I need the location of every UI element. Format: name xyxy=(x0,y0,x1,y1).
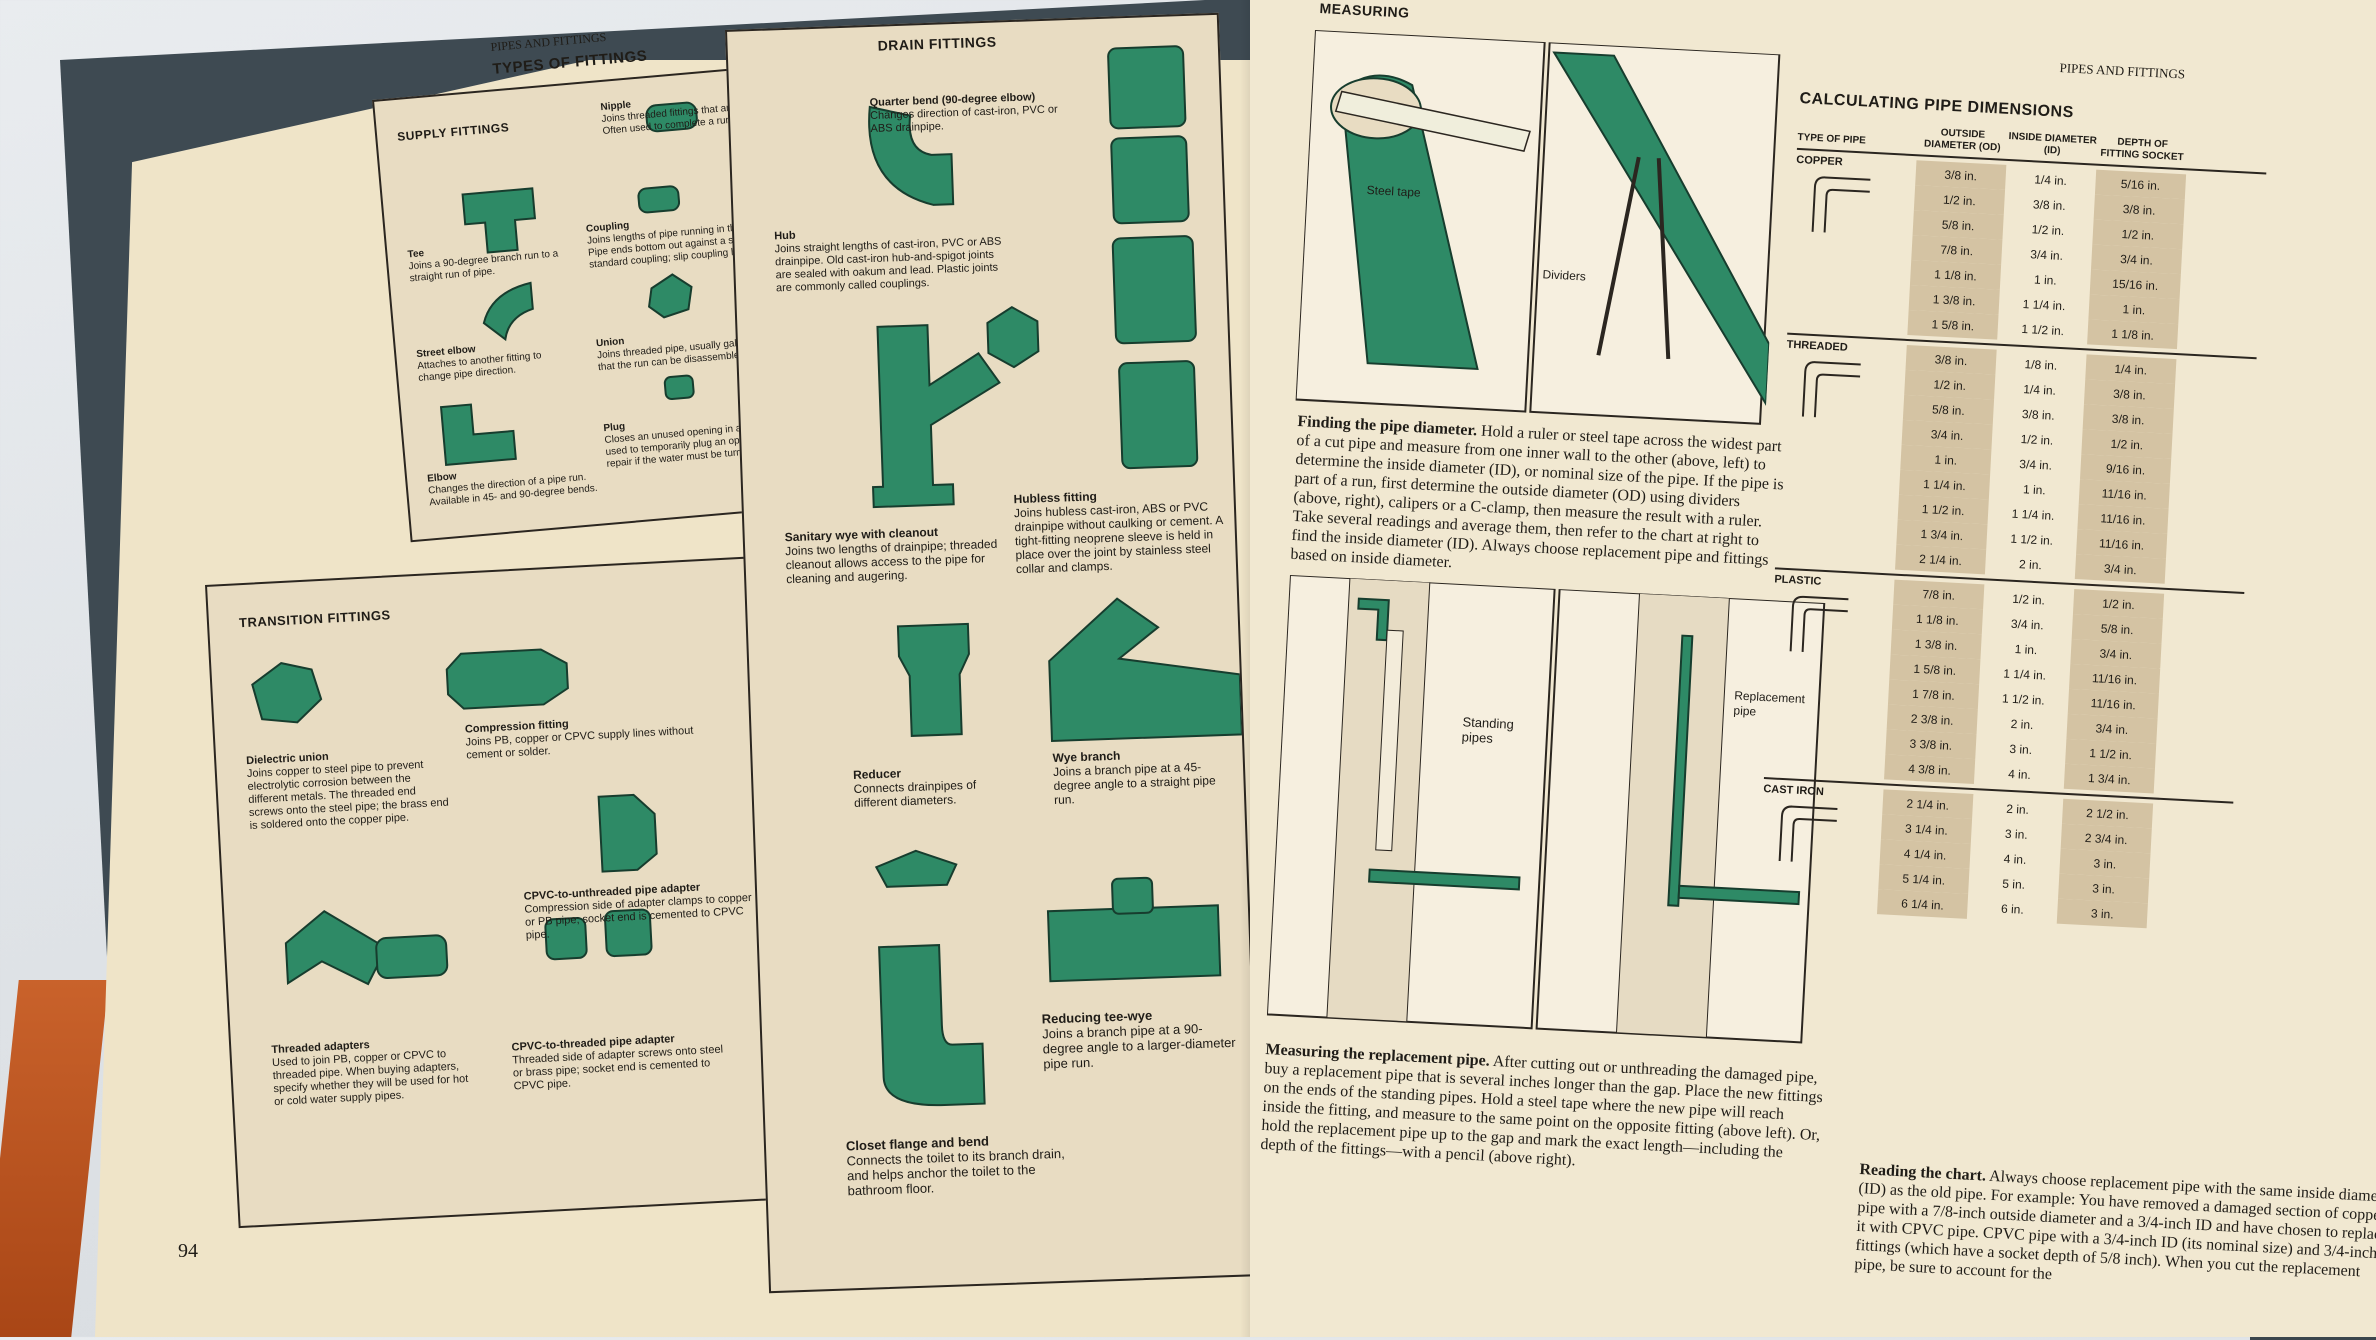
pipe-diameter-figures: Steel tape Dividers xyxy=(1294,28,1785,444)
table-cell: 6 1/4 in. xyxy=(1876,889,1969,919)
header-id: INSIDE DIAMETER (ID) xyxy=(2008,130,2098,157)
pipe-dimensions-chart: CALCULATING PIPE DIMENSIONS TYPE OF PIPE… xyxy=(1757,90,2269,933)
table-cell: 1 1/2 in. xyxy=(2021,321,2065,338)
table-cell: 6 in. xyxy=(2000,901,2025,917)
table-cell: 3 in. xyxy=(2056,898,2148,929)
table-cell: 2 in. xyxy=(2018,556,2043,572)
table-cell: 3/4 in. xyxy=(2074,554,2166,584)
transition-fittings-illustration xyxy=(251,648,658,986)
replacement-pipe-figures: Standing pipes Replacement pipe xyxy=(1265,573,1829,1053)
label-dividers: Dividers xyxy=(1542,267,1587,284)
header-od: OUTSIDE DIAMETER (OD) xyxy=(1923,127,2001,154)
page-number: 94 xyxy=(178,1240,198,1262)
pipe-fitting-icon xyxy=(1789,595,1849,652)
caption-finding-diameter: Finding the pipe diameter. Hold a ruler … xyxy=(1290,412,1785,572)
background-object xyxy=(0,980,109,1337)
pipe-diameter-illustration xyxy=(1294,28,1781,425)
header-socket: DEPTH OF FITTING SOCKET xyxy=(2100,136,2184,164)
table-cell: 1 3/4 in. xyxy=(2063,763,2155,794)
drain-fittings-panel: DRAIN FITTINGS Quarter bend (90-degree e… xyxy=(725,12,1263,1294)
chart-table: 2 1/4 in.2 in.2 1/2 in.3 1/4 in.3 in.2 3… xyxy=(1876,789,2154,929)
table-cell: 1 5/8 in. xyxy=(1907,309,1999,340)
table-cell: 2 1/4 in. xyxy=(1895,544,1987,575)
label-standing-pipes: Standing pipes xyxy=(1461,714,1515,746)
pipe-fitting-icon xyxy=(1811,176,1871,233)
drain-fittings-illustration xyxy=(868,45,1243,1107)
pipe-fitting-icon xyxy=(1801,361,1861,418)
label-steel-tape: Steel tape xyxy=(1366,182,1422,200)
table-cell: 4 3/8 in. xyxy=(1884,754,1976,785)
drain-item-quarter-bend: Quarter bend (90-degree elbow)Changes di… xyxy=(869,91,1058,135)
supply-fittings-illustration xyxy=(439,101,698,467)
chart-table: 3/8 in.1/8 in.1/4 in.1/2 in.1/4 in.3/8 i… xyxy=(1895,344,2177,584)
chart-table: 3/8 in.1/4 in.5/16 in.1/2 in.3/8 in.3/8 … xyxy=(1907,160,2187,350)
table-cell: 4 in. xyxy=(2007,766,2032,782)
replacement-pipe-illustration xyxy=(1265,573,1826,1044)
chart-table: 7/8 in.1/2 in.1/2 in.1 1/8 in.3/4 in.5/8… xyxy=(1884,579,2165,794)
header-type: TYPE OF PIPE xyxy=(1797,131,1867,147)
table-cell: 1 1/8 in. xyxy=(2087,319,2179,350)
pipe-fitting-icon xyxy=(1778,805,1838,862)
